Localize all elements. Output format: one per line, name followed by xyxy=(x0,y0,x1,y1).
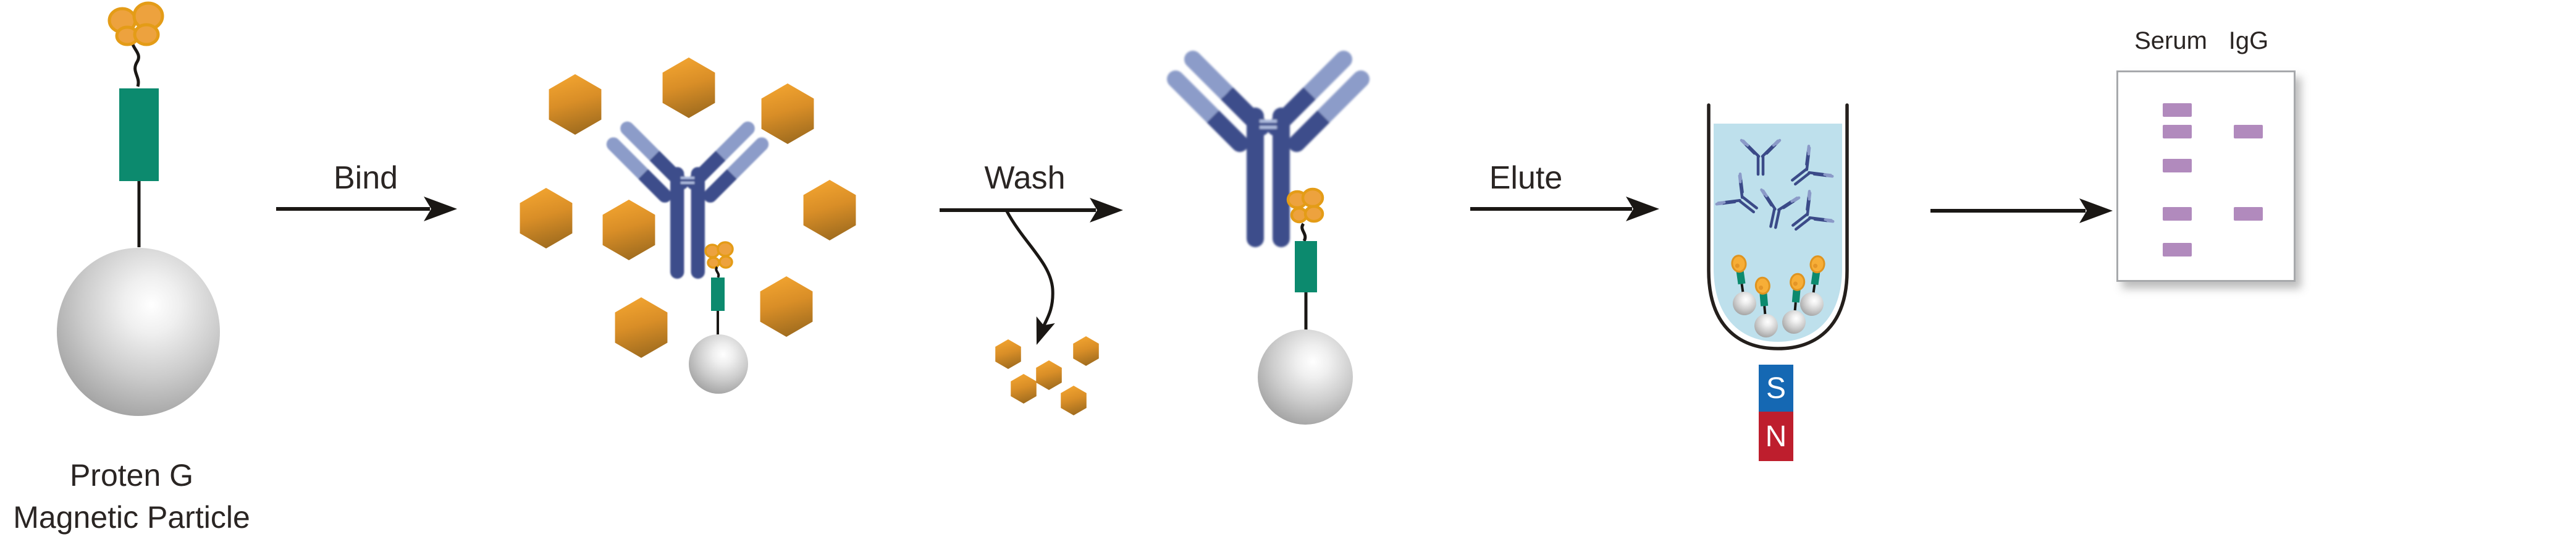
magnet-north-pole xyxy=(1759,412,1793,461)
bind-stage xyxy=(520,57,856,394)
electrophoresis-gel-panel xyxy=(2116,70,2296,282)
tag-rect-icon xyxy=(119,88,159,181)
particle-label-line2: Magnetic Particle xyxy=(13,500,250,535)
magnet-south-pole xyxy=(1759,365,1793,412)
result-arrow xyxy=(1930,198,2113,223)
gel-band xyxy=(2163,103,2192,117)
gel-lane-label-serum: Serum xyxy=(2134,27,2207,54)
test-tube-icon xyxy=(1707,103,1849,350)
elute-arrow xyxy=(1470,197,1659,221)
bound-bead xyxy=(689,241,748,394)
washed-out-antigens xyxy=(995,336,1099,415)
gel-band xyxy=(2163,159,2192,172)
gel-band xyxy=(2234,125,2263,138)
gel-lane-serum xyxy=(2118,72,2294,280)
tube-liquid xyxy=(1714,124,1842,342)
particle-label: Proten G Magnetic Particle xyxy=(13,454,250,538)
magnet-north-label: N xyxy=(1765,420,1787,453)
gel-band xyxy=(2163,243,2192,257)
gel-lane-label-igg: IgG xyxy=(2228,27,2269,54)
magnetic-bead-icon xyxy=(57,248,220,416)
bind-arrow xyxy=(276,197,457,221)
gel-band xyxy=(2234,207,2263,221)
elute-step-label: Elute xyxy=(1489,160,1563,196)
y-antibody-icon xyxy=(1176,59,1361,239)
gel-band xyxy=(2163,207,2192,221)
gel-lane-igg xyxy=(2118,72,2294,280)
protein-g-magnetic-particle xyxy=(57,1,220,416)
wash-stage xyxy=(1176,59,1361,425)
magnet-south-label: S xyxy=(1766,371,1786,405)
wash-arrow xyxy=(940,198,1123,349)
discard-curved-arrow xyxy=(1005,210,1054,333)
magnetic-separation xyxy=(1707,103,1849,461)
bound-bead xyxy=(1258,187,1353,425)
wash-step-label: Wash xyxy=(984,160,1066,196)
bind-step-label: Bind xyxy=(333,160,398,196)
particle-label-line1: Proten G xyxy=(69,458,194,493)
antigen-hexagons xyxy=(520,57,856,358)
linker-squiggle xyxy=(131,37,140,87)
gel-band xyxy=(2163,125,2192,138)
protein-g-cluster-icon xyxy=(107,1,164,46)
